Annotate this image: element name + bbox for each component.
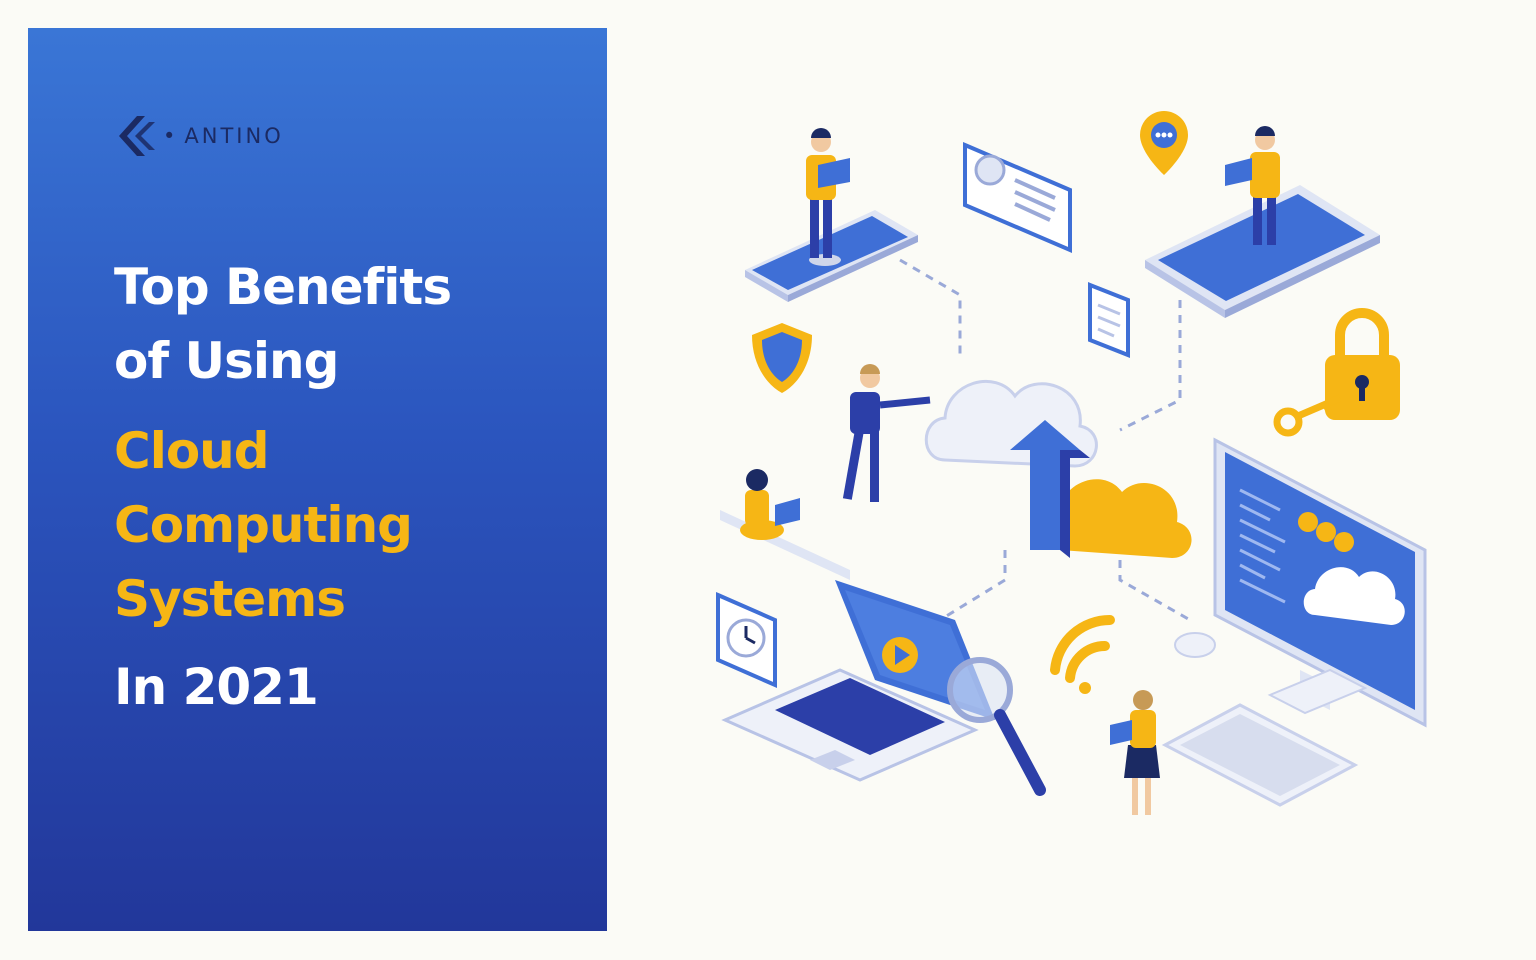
person-icon [806, 128, 850, 266]
mouse-icon [1174, 632, 1216, 658]
headline-line-2: of Using [114, 332, 339, 390]
magnifier-icon [947, 657, 1046, 796]
wifi-icon [1050, 614, 1115, 694]
person-icon [1225, 126, 1280, 245]
cloud-upload-icon [924, 379, 1192, 558]
shield-icon [752, 323, 812, 393]
brand-logo: • ANTINO [115, 114, 284, 158]
headline-line-5: Systems [114, 570, 346, 628]
headline-line-4: Computing [114, 496, 413, 554]
headline-line-3: Cloud [114, 422, 270, 480]
key-icon [1273, 394, 1342, 437]
title-panel: • ANTINO Top Benefits of Using Cloud Com… [28, 28, 607, 931]
keyboard-icon [1161, 703, 1359, 807]
location-pin-icon [1140, 111, 1188, 175]
document-icon [1088, 282, 1130, 358]
headline: Top Benefits of Using Cloud Computing Sy… [114, 250, 452, 724]
antino-chevron-icon [119, 116, 155, 156]
headline-line-6: In 2021 [114, 658, 319, 716]
padlock-icon [1325, 308, 1400, 420]
person-icon [842, 364, 931, 502]
brand-separator: • [163, 124, 179, 148]
headline-line-1: Top Benefits [114, 258, 452, 316]
person-icon [720, 469, 850, 580]
cloud-computing-illustration [716, 111, 1427, 815]
brand-name: ANTINO [184, 124, 284, 148]
monitor-icon [1213, 437, 1427, 728]
clock-icon [716, 591, 777, 689]
tablet-icon [1145, 185, 1380, 318]
person-icon [1110, 690, 1160, 815]
message-card-icon [963, 141, 1072, 254]
